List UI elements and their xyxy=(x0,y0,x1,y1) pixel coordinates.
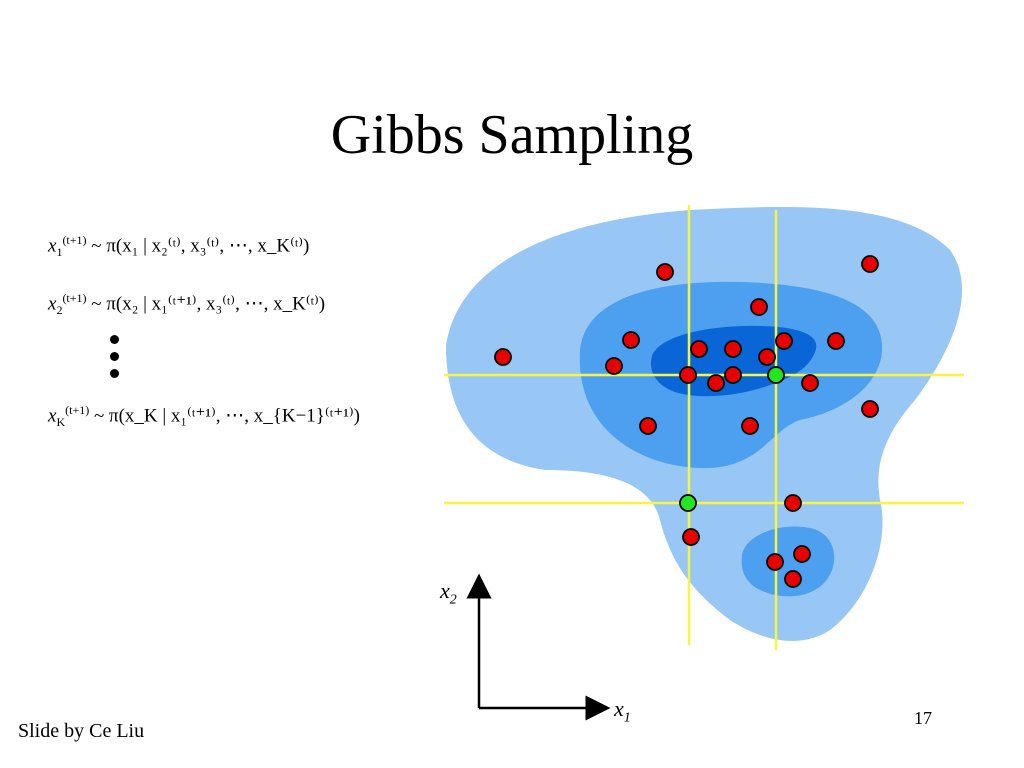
vertical-ellipsis xyxy=(108,335,122,383)
sample-point-red xyxy=(724,340,742,358)
sample-points xyxy=(494,255,879,588)
sample-point-red xyxy=(679,366,697,384)
density-contour-lower-blob xyxy=(741,526,835,597)
sample-point-red xyxy=(494,348,512,366)
equation-x1: x1(t+1) ~ π(x₁ | x₂⁽ᵗ⁾, x₃⁽ᵗ⁾, ⋯, x_K⁽ᵗ⁾… xyxy=(48,233,310,260)
sample-point-red xyxy=(639,417,657,435)
sample-point-red xyxy=(750,298,768,316)
sample-point-red xyxy=(861,255,879,273)
sample-point-red xyxy=(793,545,811,563)
page-number: 17 xyxy=(914,708,932,728)
sample-point-red xyxy=(656,263,674,281)
sample-point-red xyxy=(682,528,700,546)
sample-point-green xyxy=(767,366,785,384)
sample-point-red xyxy=(741,417,759,435)
conditional-equations: x1(t+1) ~ π(x₁ | x₂⁽ᵗ⁾, x₃⁽ᵗ⁾, ⋯, x_K⁽ᵗ⁾… xyxy=(48,225,448,445)
sample-point-red xyxy=(622,331,640,349)
slide-credit: Slide by Ce Liu xyxy=(18,720,145,742)
sample-point-red xyxy=(784,570,802,588)
axis-label-x1: x1 xyxy=(614,696,631,726)
sample-point-red xyxy=(690,340,708,358)
equation-x2: x2(t+1) ~ π(x₂ | x₁⁽ᵗ⁺¹⁾, x₃⁽ᵗ⁾, ⋯, x_K⁽… xyxy=(48,291,326,318)
sample-point-red xyxy=(775,332,793,350)
slide-title: Gibbs Sampling xyxy=(330,104,694,166)
sample-point-red xyxy=(827,332,845,350)
sample-point-green xyxy=(679,494,697,512)
axis-label-x2: x2 xyxy=(440,578,457,608)
sample-point-red xyxy=(784,494,802,512)
sample-point-red xyxy=(758,348,776,366)
equation-xk: xK(t+1) ~ π(x_K | x₁⁽ᵗ⁺¹⁾, ⋯, x_{K−1}⁽ᵗ⁺… xyxy=(48,403,360,430)
sample-point-red xyxy=(861,400,879,418)
sample-point-red xyxy=(801,374,819,392)
sample-point-red xyxy=(724,366,742,384)
sample-point-red xyxy=(605,357,623,375)
sample-point-red xyxy=(707,374,725,392)
sample-point-red xyxy=(766,553,784,571)
